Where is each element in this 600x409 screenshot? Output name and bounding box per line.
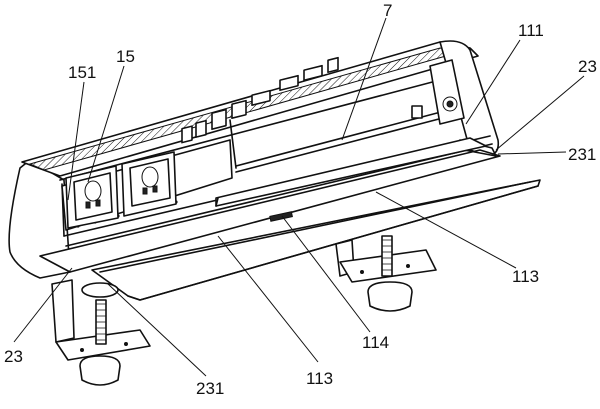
label-111: 111 [518, 21, 544, 40]
cover-plate [91, 137, 541, 301]
label-151: 151 [68, 63, 96, 82]
label-15: 15 [116, 47, 135, 66]
label-231-top: 231 [568, 145, 596, 164]
socket-module-left [65, 165, 119, 229]
clamp-left [51, 279, 151, 386]
label-113-right: 113 [512, 267, 539, 286]
clamp-right [335, 235, 437, 312]
label-113-bottom: 113 [306, 369, 333, 388]
ports-row [181, 56, 339, 144]
label-23-top: 23 [578, 57, 597, 76]
label-114: 114 [362, 333, 389, 352]
label-231-bottom: 231 [196, 379, 224, 398]
leader-lines [13, 17, 585, 377]
reference-labels: 7 111 23 231 151 15 113 114 113 231 23 [4, 1, 597, 398]
socket-module-right [121, 151, 177, 217]
label-23-bottom: 23 [4, 347, 23, 366]
label-7: 7 [383, 1, 392, 20]
